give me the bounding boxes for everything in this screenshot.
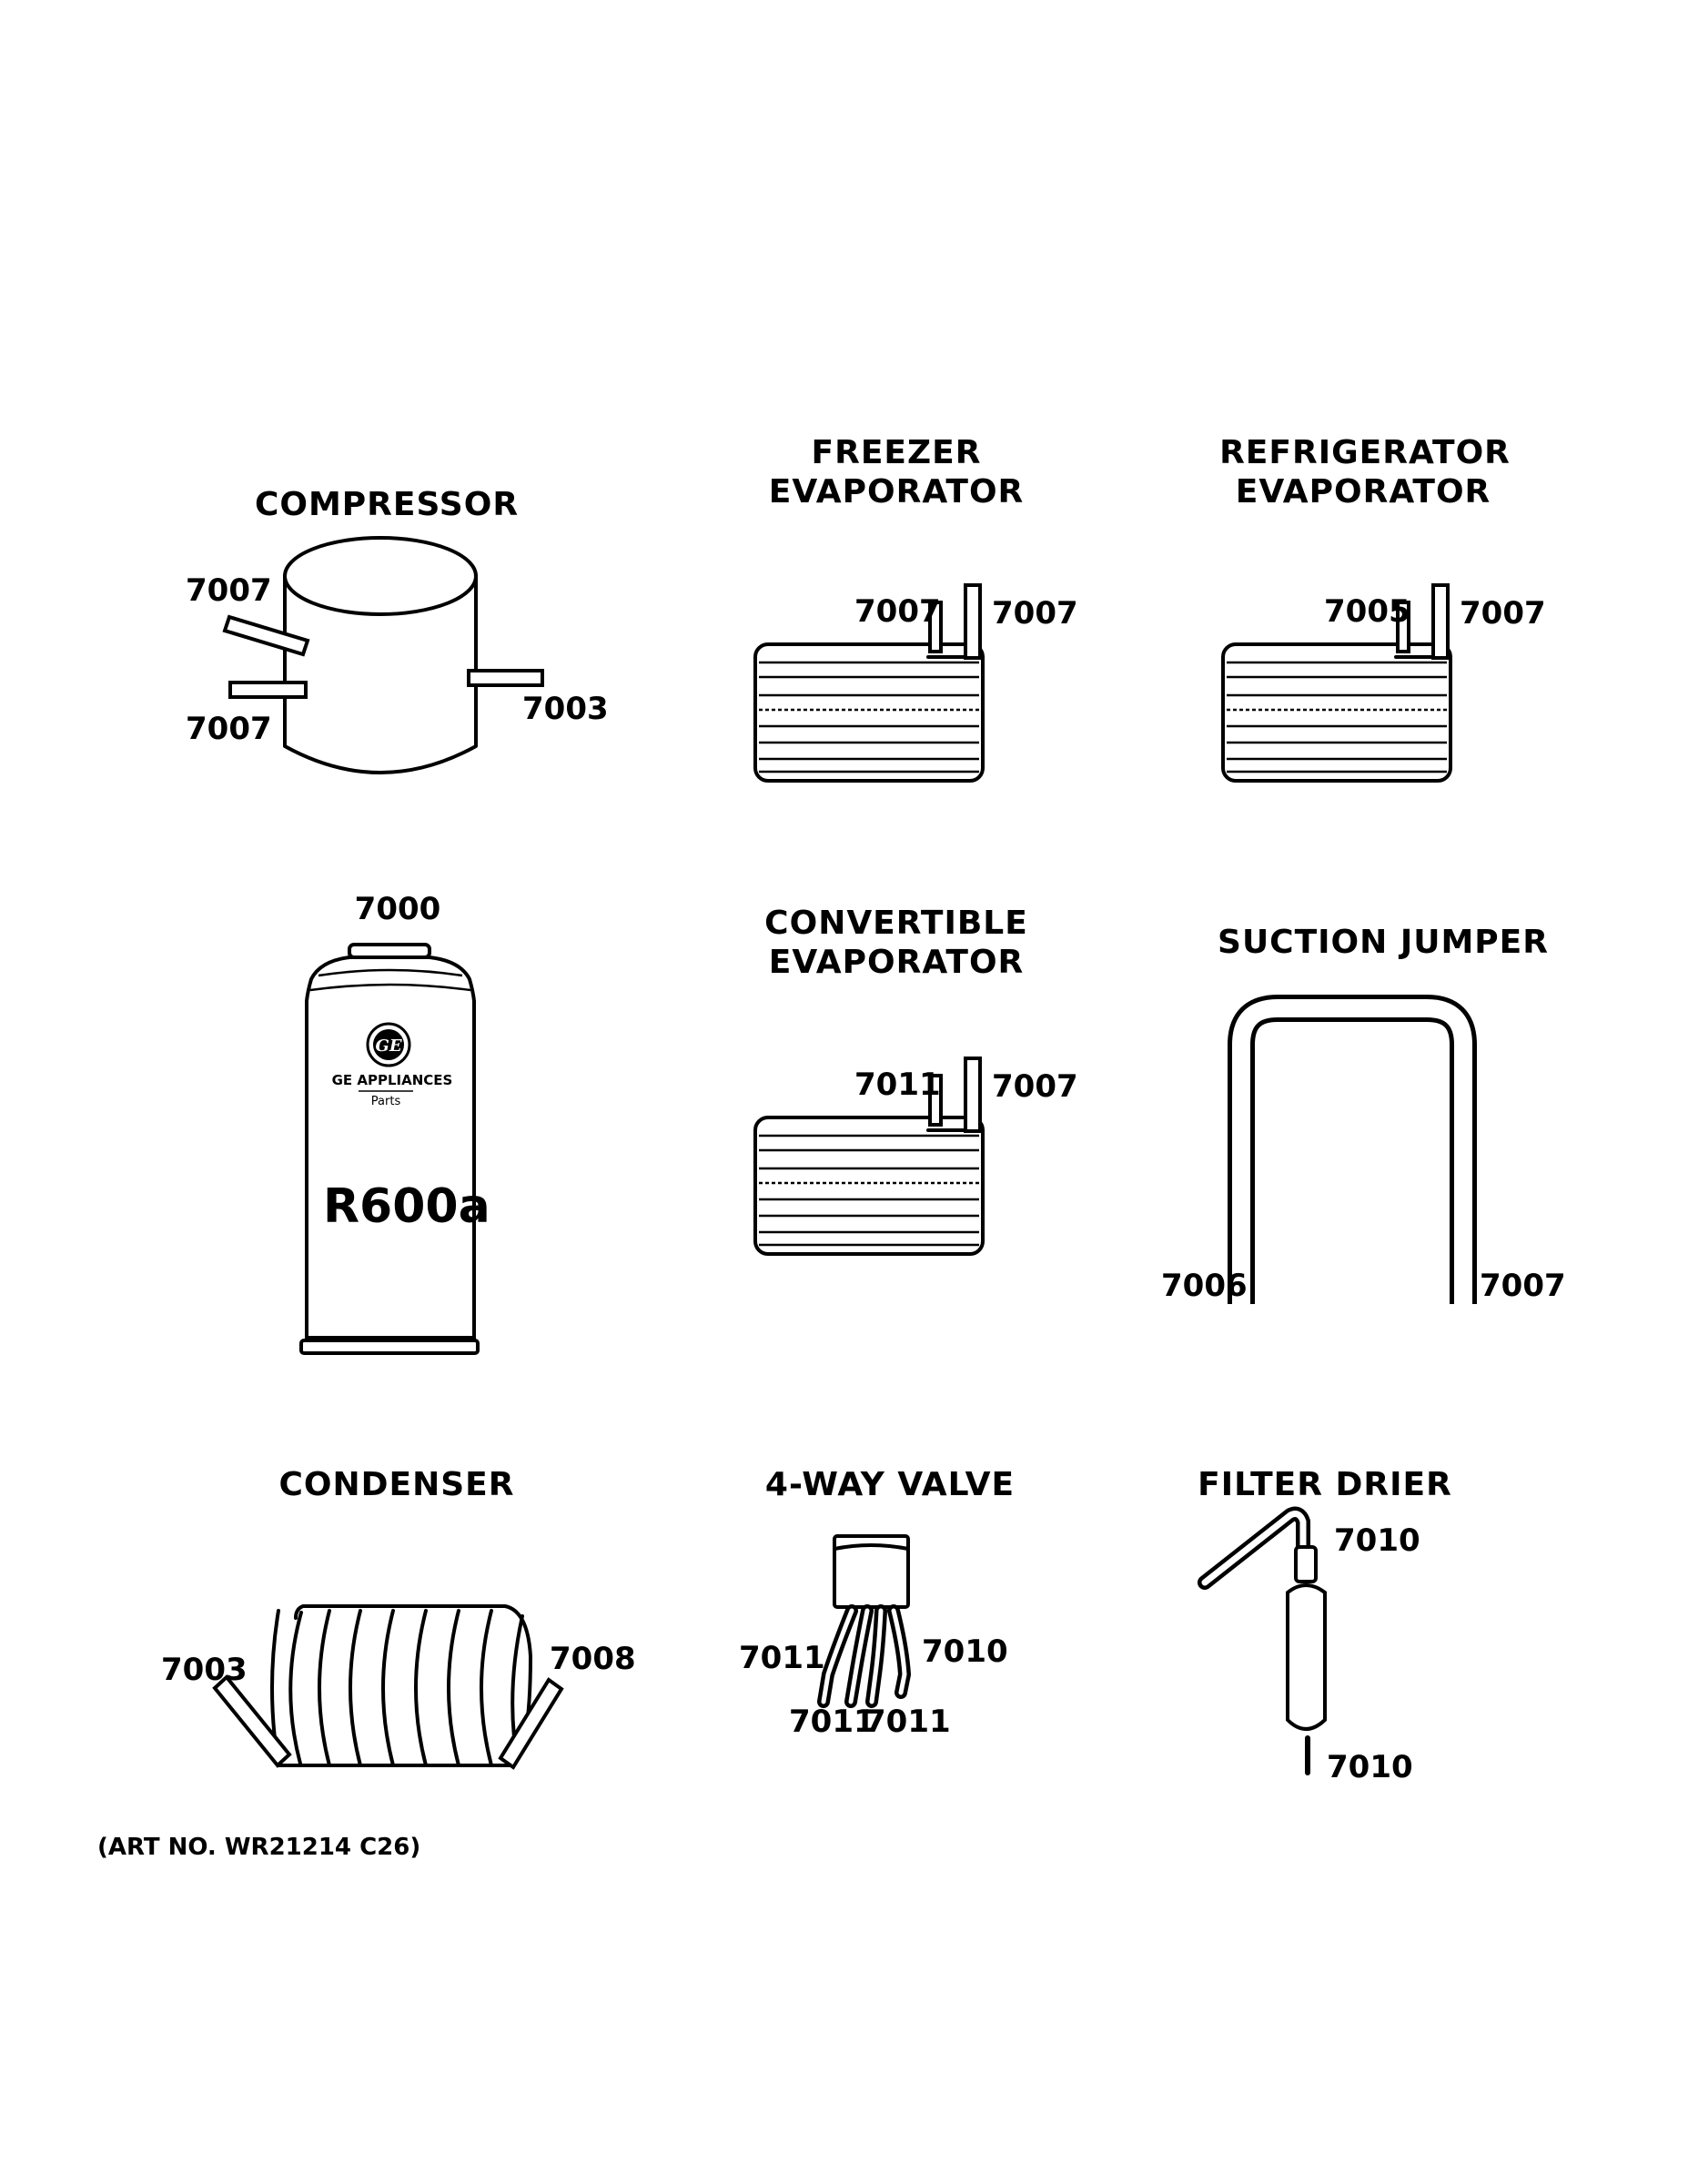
filter-drier-group: FILTER DRIER 7010 7010: [1198, 1466, 1452, 1785]
refrigerator-evaporator-label-7007: 7007: [1460, 595, 1546, 632]
condenser-group: CONDENSER 7003 7008: [161, 1466, 636, 1770]
refrigerator-evaporator-group: REFRIGERATOR EVAPORATOR 7005 7007: [1219, 434, 1546, 783]
convertible-evaporator-drawing: [753, 1057, 985, 1256]
freezer-evaporator-label-7007-right: 7007: [992, 595, 1078, 632]
compressor-label-7007-top: 7007: [186, 572, 272, 609]
compressor-label-7007-bottom: 7007: [186, 711, 272, 747]
convertible-evaporator-label-7011: 7011: [854, 1067, 941, 1103]
filter-drier-title: FILTER DRIER: [1198, 1466, 1452, 1503]
refrigerator-evaporator-label-7005: 7005: [1324, 593, 1410, 630]
refrigerator-evaporator-title-line2: EVAPORATOR: [1236, 473, 1491, 511]
refrigerant-can-drawing: GE GE APPLIANCES Parts R600a: [299, 943, 490, 1355]
convertible-evaporator-group: CONVERTIBLE EVAPORATOR 7011 7007: [753, 905, 1078, 1256]
refrigerant-can-group: 7000 GE GE APPLIANCES Parts R600a: [299, 891, 490, 1355]
refrigerator-evaporator-drawing: [1221, 583, 1452, 783]
suction-jumper-label-7006: 7006: [1161, 1268, 1248, 1304]
refrigerator-evaporator-title-line1: REFRIGERATOR: [1219, 434, 1511, 471]
freezer-evaporator-label-7007-left: 7007: [854, 593, 941, 630]
condenser-label-7008: 7008: [550, 1641, 636, 1677]
compressor-drawing: [222, 536, 544, 774]
compressor-label-7003: 7003: [522, 691, 609, 727]
suction-jumper-drawing: [1219, 995, 1483, 1313]
ge-logo: GE: [366, 1022, 411, 1067]
four-way-valve-label-7011-bottom-a: 7011: [789, 1704, 875, 1740]
four-way-valve-group: 4-WAY VALVE 7011 7010 7011 7011: [739, 1466, 1015, 1740]
condenser-label-7003: 7003: [161, 1652, 248, 1688]
filter-drier-label-7010-bottom: 7010: [1327, 1749, 1413, 1785]
filter-drier-drawing: [1198, 1506, 1327, 1775]
refrigerant-can-label-7000: 7000: [355, 891, 441, 927]
suction-jumper-title: SUCTION JUMPER: [1218, 924, 1549, 961]
convertible-evaporator-title-line2: EVAPORATOR: [769, 944, 1025, 981]
condenser-title: CONDENSER: [279, 1466, 515, 1503]
convertible-evaporator-title-line1: CONVERTIBLE: [764, 905, 1028, 942]
four-way-valve-drawing: [817, 1534, 912, 1708]
four-way-valve-label-7011-bottom-b: 7011: [864, 1704, 951, 1740]
four-way-valve-label-7011-left: 7011: [739, 1640, 825, 1676]
refrigerant-can-brand: GE APPLIANCES: [332, 1072, 453, 1088]
freezer-evaporator-group: FREEZER EVAPORATOR 7007 7007: [753, 434, 1078, 783]
four-way-valve-title: 4-WAY VALVE: [765, 1466, 1015, 1503]
compressor-group: COMPRESSOR 7007 7007 7003: [186, 486, 609, 774]
freezer-evaporator-title-line1: FREEZER: [812, 434, 982, 471]
art-number: (ART NO. WR21214 C26): [97, 1834, 420, 1861]
convertible-evaporator-label-7007: 7007: [992, 1068, 1078, 1105]
suction-jumper-group: SUCTION JUMPER 7006 7007: [1161, 924, 1566, 1313]
refrigerant-can-sub: Parts: [371, 1095, 401, 1108]
filter-drier-label-7010-top: 7010: [1334, 1522, 1420, 1559]
freezer-evaporator-drawing: [753, 583, 985, 783]
ge-logo-text: GE: [375, 1036, 401, 1056]
compressor-title: COMPRESSOR: [255, 486, 519, 523]
condenser-drawing: [212, 1604, 564, 1770]
freezer-evaporator-title-line2: EVAPORATOR: [769, 473, 1025, 511]
suction-jumper-label-7007: 7007: [1480, 1268, 1566, 1304]
four-way-valve-label-7010: 7010: [922, 1633, 1008, 1670]
refrigerant-can-gas: R600a: [323, 1179, 490, 1234]
